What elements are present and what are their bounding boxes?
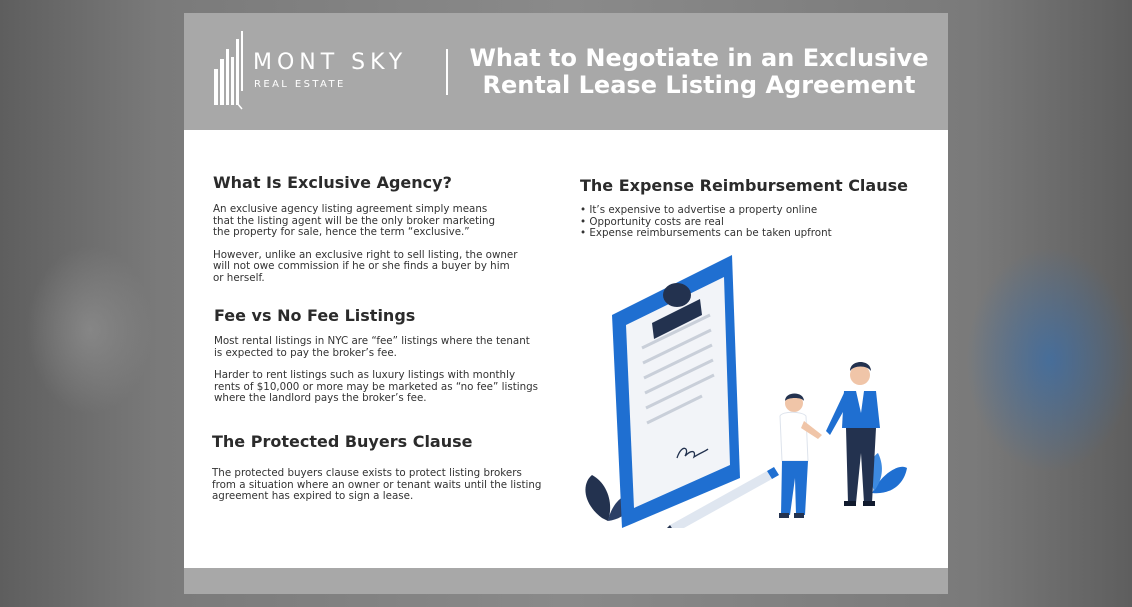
section-fee-listings: Fee vs No Fee Listings Most rental listi… — [214, 306, 554, 405]
bullet-list: • It’s expensive to advertise a property… — [580, 204, 940, 240]
pen-icon — [667, 467, 779, 528]
bullet-item: • Expense reimbursements can be taken up… — [580, 227, 832, 240]
clipboard-icon — [612, 255, 740, 528]
section-paragraph: Harder to rent listings such as luxury l… — [214, 369, 539, 405]
bullet-item: • It’s expensive to advertise a property… — [580, 204, 818, 216]
section-heading: The Expense Reimbursement Clause — [580, 176, 908, 195]
brand-subtitle: REAL ESTATE — [254, 79, 346, 90]
section-exclusive-agency: What Is Exclusive Agency? An exclusive a… — [213, 173, 553, 285]
leaf-icon — [870, 453, 907, 494]
page-title: What to Negotiate in an Exclusive Rental… — [468, 45, 930, 99]
header-divider — [446, 49, 448, 95]
section-paragraph: However, unlike an exclusive right to se… — [213, 248, 518, 284]
section-heading: Fee vs No Fee Listings — [214, 306, 416, 325]
brand-name: MONT SKY — [253, 50, 408, 75]
footer-bar — [184, 568, 948, 594]
section-paragraph: Most rental listings in NYC are “fee” li… — [214, 335, 530, 359]
handshake-people-icon — [779, 362, 880, 518]
section-paragraph: The protected buyers clause exists to pr… — [212, 467, 542, 503]
section-heading: The Protected Buyers Clause — [212, 432, 473, 451]
header-banner: MONT SKY REAL ESTATE What to Negotiate i… — [184, 13, 948, 130]
skyline-logo-icon — [214, 31, 243, 110]
section-paragraph: An exclusive agency listing agreement si… — [213, 203, 496, 239]
section-protected-buyers: The Protected Buyers Clause The protecte… — [212, 432, 572, 503]
contract-handshake-illustration — [585, 255, 907, 528]
page-title-line-2: Rental Lease Listing Agreement — [482, 71, 916, 99]
section-expense-reimbursement: The Expense Reimbursement Clause • It’s … — [580, 176, 940, 240]
bullet-item: • Opportunity costs are real — [580, 215, 724, 228]
section-heading: What Is Exclusive Agency? — [213, 173, 452, 192]
page-title-line-1: What to Negotiate in an Exclusive — [469, 44, 929, 72]
infographic-card: MONT SKY REAL ESTATE What to Negotiate i… — [184, 13, 948, 594]
